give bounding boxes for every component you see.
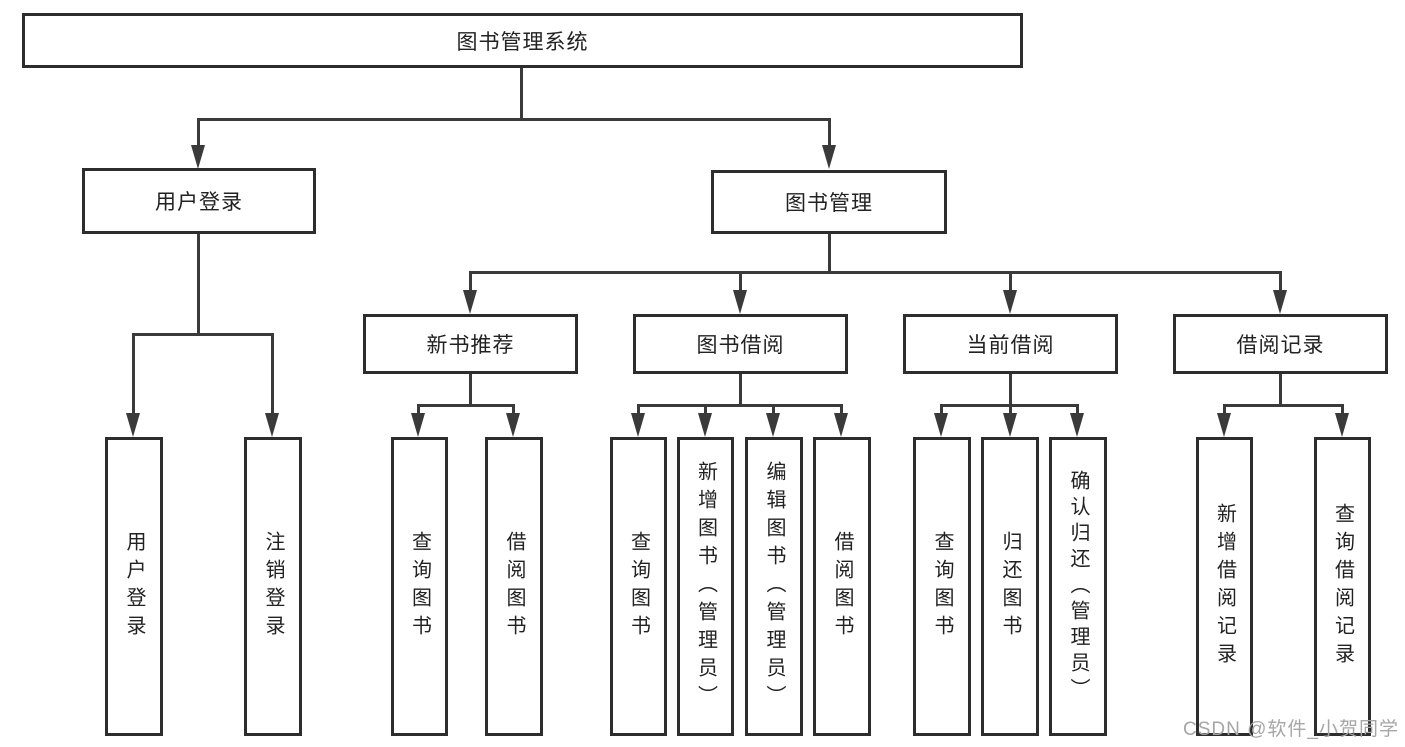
connector-line bbox=[1223, 404, 1344, 407]
connector-line bbox=[840, 404, 843, 417]
arrowhead-icon bbox=[733, 290, 747, 314]
connector-line bbox=[1279, 374, 1282, 407]
connector-line bbox=[417, 404, 420, 417]
connector-line bbox=[1009, 374, 1012, 407]
connector-line bbox=[1009, 271, 1012, 293]
arrowhead-icon bbox=[265, 413, 279, 437]
node-current-borrow: 当前借阅 bbox=[903, 314, 1118, 374]
leaf-query-books-3: 查询图书 bbox=[913, 437, 971, 736]
arrowhead-icon bbox=[506, 413, 520, 437]
node-label: 新书推荐 bbox=[426, 334, 515, 357]
connector-line bbox=[197, 234, 200, 335]
arrowhead-icon bbox=[191, 145, 205, 169]
connector-line bbox=[132, 333, 273, 336]
connector-line bbox=[1223, 404, 1226, 417]
leaf-label: 确认归还（管理员） bbox=[1067, 469, 1089, 704]
node-borrow-records: 借阅记录 bbox=[1173, 314, 1388, 374]
arrowhead-icon bbox=[766, 413, 780, 437]
connector-line bbox=[469, 271, 1282, 274]
arrowhead-icon bbox=[834, 413, 848, 437]
node-label: 图书借阅 bbox=[696, 334, 785, 357]
connector-line bbox=[739, 271, 742, 293]
leaf-label: 注销登录 bbox=[262, 530, 284, 643]
connector-line bbox=[197, 118, 831, 121]
arrowhead-icon bbox=[631, 413, 645, 437]
arrowhead-icon bbox=[1273, 290, 1287, 314]
connector-line bbox=[1076, 404, 1079, 417]
leaf-borrow-books: 借阅图书 bbox=[485, 437, 543, 736]
connector-line bbox=[469, 271, 472, 293]
node-book-management-system: 图书管理系统 bbox=[22, 13, 1023, 68]
connector-line bbox=[828, 118, 831, 148]
leaf-add-borrow-record: 新增借阅记录 bbox=[1196, 437, 1253, 736]
connector-line bbox=[940, 404, 943, 417]
connector-line bbox=[704, 404, 707, 417]
arrowhead-icon bbox=[1003, 413, 1017, 437]
node-label: 借阅记录 bbox=[1236, 334, 1325, 357]
leaf-return-book: 归还图书 bbox=[981, 437, 1039, 736]
arrowhead-icon bbox=[411, 413, 425, 437]
leaf-query-borrow-record: 查询借阅记录 bbox=[1314, 437, 1371, 736]
leaf-label: 借阅图书 bbox=[503, 530, 525, 643]
connector-line bbox=[512, 404, 515, 417]
connector-line bbox=[828, 234, 831, 274]
leaf-label: 查询图书 bbox=[408, 530, 431, 643]
connector-line bbox=[197, 118, 200, 148]
connector-line bbox=[772, 404, 775, 417]
arrowhead-icon bbox=[1070, 413, 1084, 437]
leaf-label: 归还图书 bbox=[999, 530, 1021, 643]
arrowhead-icon bbox=[698, 413, 712, 437]
connector-line bbox=[1009, 404, 1012, 417]
node-label: 图书管理 bbox=[785, 192, 873, 215]
connector-line bbox=[417, 404, 515, 407]
node-new-book-recommend: 新书推荐 bbox=[363, 314, 578, 374]
leaf-label: 借阅图书 bbox=[831, 530, 853, 643]
leaf-edit-book-admin: 编辑图书（管理员） bbox=[745, 437, 803, 736]
connector-line bbox=[271, 333, 274, 415]
connector-line bbox=[637, 404, 843, 407]
connector-line bbox=[520, 68, 523, 121]
leaf-label: 用户登录 bbox=[123, 530, 145, 643]
connector-line bbox=[739, 374, 742, 407]
leaf-label: 查询借阅记录 bbox=[1331, 502, 1354, 671]
leaf-query-books: 查询图书 bbox=[391, 437, 448, 736]
leaf-label: 查询图书 bbox=[931, 530, 953, 643]
node-book-borrow: 图书借阅 bbox=[633, 314, 848, 374]
leaf-label: 新增借阅记录 bbox=[1213, 502, 1236, 671]
leaf-label: 编辑图书（管理员） bbox=[763, 460, 785, 713]
leaf-label: 新增图书（管理员） bbox=[694, 460, 717, 713]
leaf-logout: 注销登录 bbox=[244, 437, 302, 736]
arrowhead-icon bbox=[822, 145, 836, 169]
leaf-label: 查询图书 bbox=[627, 530, 650, 643]
node-label: 当前借阅 bbox=[966, 334, 1055, 357]
leaf-confirm-return-admin: 确认归还（管理员） bbox=[1049, 437, 1107, 736]
arrowhead-icon bbox=[934, 413, 948, 437]
connector-line bbox=[637, 404, 640, 417]
node-label: 图书管理系统 bbox=[456, 30, 589, 54]
leaf-user-login: 用户登录 bbox=[105, 437, 163, 736]
arrowhead-icon bbox=[1335, 413, 1349, 437]
node-user-login-branch: 用户登录 bbox=[82, 168, 316, 234]
arrowhead-icon bbox=[1003, 290, 1017, 314]
arrowhead-icon bbox=[463, 290, 477, 314]
connector-line bbox=[132, 333, 135, 415]
leaf-borrow-books-2: 借阅图书 bbox=[813, 437, 871, 736]
connector-line bbox=[469, 374, 472, 407]
arrowhead-icon bbox=[1217, 413, 1231, 437]
arrowhead-icon bbox=[126, 413, 140, 437]
node-label: 用户登录 bbox=[155, 191, 243, 214]
connector-line bbox=[1279, 271, 1282, 293]
leaf-query-books-2: 查询图书 bbox=[610, 437, 667, 736]
node-book-management: 图书管理 bbox=[711, 170, 947, 234]
csdn-watermark: CSDN @软件_小贺同学 bbox=[1183, 719, 1399, 740]
leaf-add-book-admin: 新增图书（管理员） bbox=[677, 437, 734, 736]
connector-line bbox=[1341, 404, 1344, 417]
